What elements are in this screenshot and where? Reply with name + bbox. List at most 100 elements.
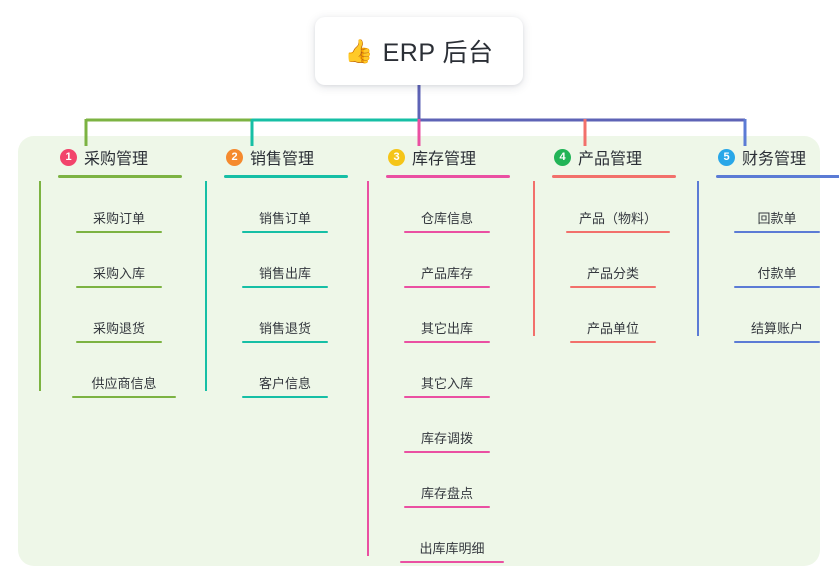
root-node-text: ERP 后台 <box>382 39 494 67</box>
leaf-item-label: 库存调拨 <box>420 431 473 446</box>
leaf-item[interactable]: 产品单位 <box>532 288 692 343</box>
leaf-item-label: 结算账户 <box>750 321 803 336</box>
leaf-item-underline <box>570 286 656 288</box>
leaf-item-underline <box>734 286 820 288</box>
leaf-item-inner: 库存调拨 <box>404 428 490 453</box>
leaf-item-inner: 回款单 <box>734 208 820 233</box>
column-badge-3: 3 <box>388 148 405 166</box>
leaf-item-underline <box>242 396 328 398</box>
leaf-item[interactable]: 其它入库 <box>366 343 526 398</box>
root-node-label: 👍 ERP 后台 <box>344 33 493 69</box>
leaf-item[interactable]: 其它出库 <box>366 288 526 343</box>
leaf-item-inner: 其它出库 <box>404 318 490 343</box>
leaf-item-underline <box>242 286 328 288</box>
column-title-5: 财务管理 <box>742 151 807 168</box>
leaf-item-label: 库存盘点 <box>420 486 473 501</box>
column-title-3: 库存管理 <box>412 151 477 168</box>
column-header-3[interactable]: 3 库存管理 <box>366 146 526 168</box>
leaf-item[interactable]: 库存调拨 <box>366 398 526 453</box>
column-title-2: 销售管理 <box>250 151 315 168</box>
leaf-item-underline <box>242 231 328 233</box>
leaf-item-inner: 客户信息 <box>242 373 328 398</box>
leaf-item-label: 销售订单 <box>258 211 311 226</box>
leaf-item-underline <box>76 231 162 233</box>
leaf-item-inner: 其它入库 <box>404 373 490 398</box>
leaf-item-label: 付款单 <box>757 266 797 281</box>
leaf-item[interactable]: 产品库存 <box>366 233 526 288</box>
column-2: 2 销售管理销售订单销售出库销售退货客户信息 <box>204 146 364 398</box>
column-header-underline-2 <box>224 175 348 178</box>
leaf-item[interactable]: 供应商信息 <box>38 343 198 398</box>
leaf-item-inner: 出库库明细 <box>400 538 504 563</box>
leaf-item[interactable]: 付款单 <box>696 233 839 288</box>
leaf-item-label: 产品分类 <box>586 266 639 281</box>
leaf-item-label: 出库库明细 <box>419 541 485 556</box>
thumbs-up-icon: 👍 <box>344 37 374 64</box>
column-header-underline-1 <box>58 175 182 178</box>
leaf-item-inner: 销售退货 <box>242 318 328 343</box>
leaf-item[interactable]: 采购入库 <box>38 233 198 288</box>
leaf-item-inner: 采购退货 <box>76 318 162 343</box>
leaf-item-inner: 付款单 <box>734 263 820 288</box>
column-1: 1 采购管理采购订单采购入库采购退货供应商信息 <box>38 146 198 398</box>
leaf-item[interactable]: 仓库信息 <box>366 178 526 233</box>
leaf-item[interactable]: 销售订单 <box>204 178 364 233</box>
leaf-item-label: 仓库信息 <box>420 211 473 226</box>
leaf-item[interactable]: 产品（物料） <box>532 178 692 233</box>
leaf-item-underline <box>242 341 328 343</box>
leaf-item-label: 回款单 <box>757 211 797 226</box>
leaf-item-underline <box>404 396 490 398</box>
leaf-item-label: 客户信息 <box>258 376 311 391</box>
leaf-item-inner: 供应商信息 <box>72 373 176 398</box>
leaf-item-label: 供应商信息 <box>91 376 157 391</box>
leaf-item-label: 采购退货 <box>92 321 145 336</box>
leaf-item[interactable]: 销售退货 <box>204 288 364 343</box>
leaf-item-underline <box>404 506 490 508</box>
column-badge-2: 2 <box>226 148 243 166</box>
leaf-item-underline <box>566 231 670 233</box>
leaf-item-label: 产品（物料） <box>578 211 657 226</box>
leaf-item[interactable]: 采购订单 <box>38 178 198 233</box>
leaf-item-inner: 销售出库 <box>242 263 328 288</box>
leaf-item-label: 销售出库 <box>258 266 311 281</box>
column-header-1[interactable]: 1 采购管理 <box>38 146 198 168</box>
leaf-item-underline <box>76 341 162 343</box>
leaf-item[interactable]: 库存盘点 <box>366 453 526 508</box>
column-header-underline-3 <box>386 175 510 178</box>
leaf-item-underline <box>404 231 490 233</box>
leaf-item[interactable]: 销售出库 <box>204 233 364 288</box>
leaf-item[interactable]: 出库库明细 <box>366 508 526 563</box>
leaf-item-inner: 产品（物料） <box>566 208 670 233</box>
leaf-item-inner: 产品单位 <box>570 318 656 343</box>
column-title-4: 产品管理 <box>578 151 643 168</box>
leaf-item-label: 采购订单 <box>92 211 145 226</box>
column-header-underline-4 <box>552 175 676 178</box>
leaf-item-inner: 结算账户 <box>734 318 820 343</box>
leaf-item-label: 其它出库 <box>420 321 473 336</box>
leaf-item-inner: 产品分类 <box>570 263 656 288</box>
root-node-card[interactable]: 👍 ERP 后台 <box>315 17 523 85</box>
leaf-item-underline <box>400 561 504 563</box>
leaf-item-inner: 销售订单 <box>242 208 328 233</box>
leaf-item[interactable]: 客户信息 <box>204 343 364 398</box>
leaf-item-label: 销售退货 <box>258 321 311 336</box>
leaf-item-inner: 仓库信息 <box>404 208 490 233</box>
leaf-item-label: 采购入库 <box>92 266 145 281</box>
leaf-item-label: 产品单位 <box>586 321 639 336</box>
leaf-item[interactable]: 产品分类 <box>532 233 692 288</box>
column-badge-1: 1 <box>60 148 77 166</box>
leaf-item-inner: 产品库存 <box>404 263 490 288</box>
leaf-item-underline <box>404 341 490 343</box>
leaf-item[interactable]: 采购退货 <box>38 288 198 343</box>
leaf-item[interactable]: 结算账户 <box>696 288 839 343</box>
leaf-item-inner: 库存盘点 <box>404 483 490 508</box>
column-title-1: 采购管理 <box>84 151 149 168</box>
leaf-item[interactable]: 回款单 <box>696 178 839 233</box>
column-header-2[interactable]: 2 销售管理 <box>204 146 364 168</box>
column-3: 3 库存管理仓库信息产品库存其它出库其它入库库存调拨库存盘点出库库明细 <box>366 146 526 563</box>
leaf-item-underline <box>72 396 176 398</box>
